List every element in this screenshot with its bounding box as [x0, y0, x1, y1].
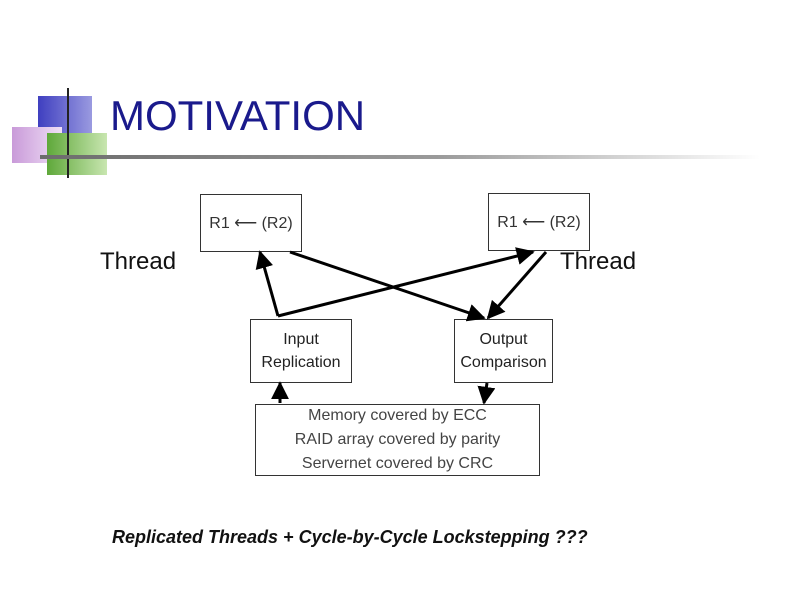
right-register-text: R1 ⟵ (R2) — [497, 214, 581, 231]
arrow-input-to-left-register — [255, 250, 280, 317]
memory-line-servernet: Servernet covered by CRC — [301, 455, 494, 472]
input-replication-box: Input Replication — [250, 319, 352, 383]
logo-green-square — [47, 133, 107, 175]
output-comparison-line-2: Comparison — [460, 354, 547, 371]
slide-title: MOTIVATION — [110, 92, 366, 139]
logo-vertical-line — [67, 88, 69, 178]
output-comparison-box: Output Comparison — [454, 319, 553, 383]
title-divider — [40, 155, 760, 159]
input-replication-line-1: Input — [283, 331, 319, 348]
memory-coverage-box: Memory covered by ECC RAID array covered… — [255, 404, 540, 476]
right-register-box: R1 ⟵ (R2) — [488, 193, 590, 251]
input-replication-line-2: Replication — [261, 354, 341, 371]
arrow-right-register-to-output — [486, 251, 548, 320]
right-thread-label: Thread — [560, 248, 637, 275]
arrow-input-to-right-register — [277, 247, 535, 318]
output-comparison-line-1: Output — [479, 331, 528, 348]
arrow-left-register-to-output — [289, 250, 486, 322]
left-register-box: R1 ⟵ (R2) — [200, 194, 302, 252]
left-thread-label: Thread — [100, 248, 177, 275]
arrow-output-to-memory — [477, 382, 496, 405]
left-register-text: R1 ⟵ (R2) — [209, 215, 293, 232]
memory-line-ecc: Memory covered by ECC — [308, 407, 487, 424]
memory-line-raid: RAID array covered by parity — [294, 431, 501, 448]
slide-caption: Replicated Threads + Cycle-by-Cycle Lock… — [112, 527, 588, 547]
